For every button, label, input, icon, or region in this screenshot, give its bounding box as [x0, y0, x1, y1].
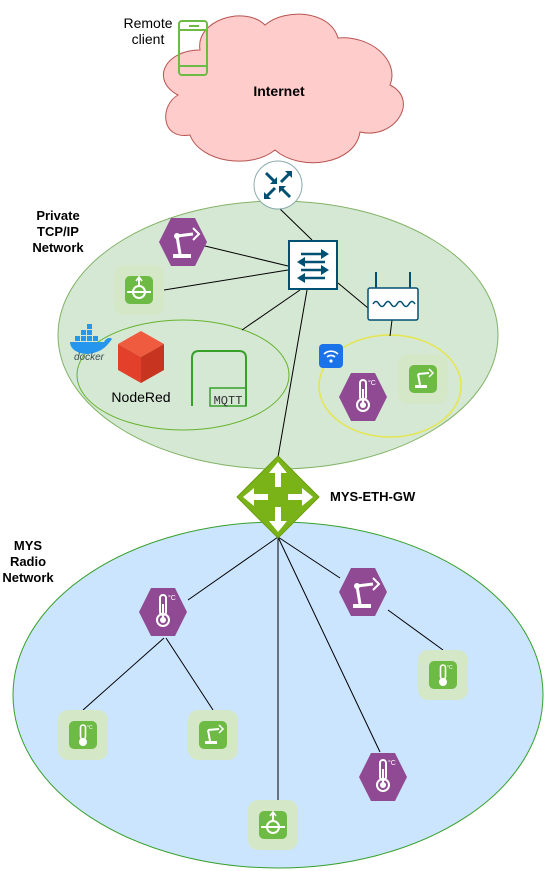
- router-icon: [253, 160, 303, 210]
- docker-area: [76, 319, 290, 431]
- link-switch-modem: [337, 282, 369, 309]
- radio-network-label-2: Radio: [10, 554, 46, 569]
- link-gw-temp1: [187, 536, 279, 601]
- temperature-sensor-icon: [57, 709, 109, 761]
- internet-label: Internet: [253, 83, 305, 99]
- private-network-label-3: Network: [32, 240, 84, 255]
- links: [82, 206, 444, 800]
- mqtt-icon: [191, 350, 247, 407]
- remote-client-label-2: client: [132, 31, 165, 47]
- link-docker-switch: [241, 289, 301, 331]
- wifi-badge-icon: [319, 344, 343, 368]
- docker-icon: [70, 324, 112, 354]
- robot-arm-icon: [397, 353, 449, 405]
- link-robot-switch: [204, 245, 289, 267]
- link-modem-wifi: [389, 319, 393, 337]
- wifi-modem-icon: [367, 272, 419, 321]
- robot-arm-icon: [187, 709, 239, 761]
- radio-network-label-1: MYS: [14, 538, 43, 553]
- phone-icon: [178, 20, 208, 76]
- mqtt-label: MQTT: [214, 394, 243, 408]
- private-network-label-1: Private: [36, 208, 79, 223]
- internet-cloud: [162, 13, 404, 164]
- gateway-label: MYS-ETH-GW: [330, 489, 416, 504]
- nodered-label: NodeRed: [111, 389, 170, 405]
- remote-client-label-1: Remote: [123, 15, 172, 31]
- docker-label: docker: [74, 352, 105, 363]
- temperature-sensor-icon: [417, 649, 469, 701]
- switch-icon: [288, 240, 338, 290]
- link-router-switch: [277, 206, 313, 241]
- actuator-icon: [247, 799, 299, 851]
- actuator-icon: [113, 264, 165, 316]
- link-robot-tile3: [387, 609, 444, 651]
- nodered-cube-icon: [118, 331, 164, 383]
- gateway-arrows-icon: [236, 455, 320, 539]
- link-gw-temp2: [277, 536, 381, 753]
- private-network-label-2: TCP/IP: [37, 224, 79, 239]
- radio-network-label-3: Network: [2, 570, 54, 585]
- link-temp1-tile2: [165, 637, 214, 711]
- link-actuator-switch: [163, 269, 289, 291]
- link-gw-robot: [277, 536, 341, 579]
- link-temp1-tile1: [82, 637, 165, 711]
- link-switch-gateway: [277, 289, 308, 458]
